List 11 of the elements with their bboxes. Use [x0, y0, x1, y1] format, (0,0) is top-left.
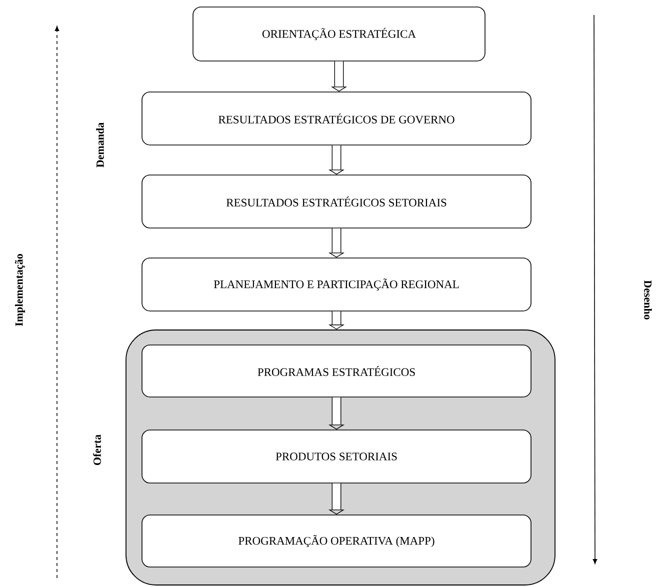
process-box: ORIENTAÇÃO ESTRATÉGICA [192, 6, 486, 62]
process-box: PLANEJAMENTO E PARTICIPAÇÃO REGIONAL [142, 258, 532, 312]
axis-label: Implementação [15, 254, 25, 326]
process-box: PROGRAMAÇÃO OPERATIVA (MAPP) [142, 514, 532, 568]
axis-label: Desenho [644, 280, 652, 320]
process-box: RESULTADOS ESTRATÉGICOS SETORIAIS [142, 174, 532, 228]
process-box: PRODUTOS SETORIAIS [142, 430, 532, 484]
axis-label: Oferta [93, 434, 101, 466]
process-box: PROGRAMAS ESTRATÉGICOS [142, 344, 532, 398]
process-box: RESULTADOS ESTRATÉGICOS DE GOVERNO [142, 92, 532, 146]
axis-label: Demanda [96, 122, 104, 168]
